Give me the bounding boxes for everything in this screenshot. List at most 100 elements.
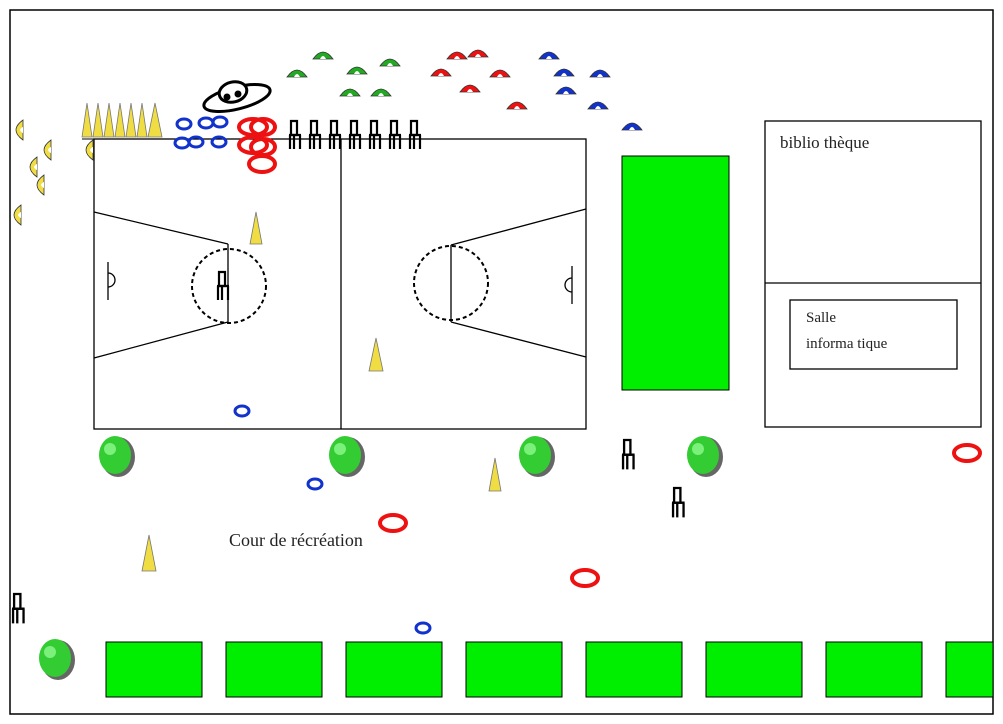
hoop-icon	[249, 117, 277, 137]
chair-icon	[11, 592, 25, 624]
marker-cap-icon	[587, 101, 609, 110]
cone-icon	[114, 102, 126, 138]
chair-icon	[368, 119, 382, 149]
marker-cap-icon	[286, 69, 308, 78]
chair-icon	[348, 119, 362, 149]
tree-icon	[99, 436, 135, 477]
computer-room-label-line2: informa tique	[806, 336, 888, 352]
computer-room-outline	[789, 299, 958, 370]
disc-icon	[233, 404, 251, 418]
cone-icon	[103, 102, 115, 138]
cone-icon	[488, 457, 502, 492]
left-key-top	[93, 211, 229, 245]
loose-hoops	[378, 443, 982, 588]
cone-icon	[147, 102, 163, 138]
loose-chairs	[11, 270, 685, 624]
grass-plot	[345, 641, 443, 698]
cone-icon	[125, 102, 137, 138]
grass-plot	[105, 641, 203, 698]
chair-icon	[388, 119, 402, 149]
disc-icon	[175, 117, 193, 131]
loose-cones	[141, 211, 502, 572]
marker-cap-icon	[379, 58, 401, 67]
marker-cap-icon	[36, 174, 45, 196]
library-outline	[764, 120, 982, 428]
hoop-icon	[952, 443, 982, 463]
tree-icon	[519, 436, 555, 477]
chair-icon	[288, 119, 302, 149]
marker-cap-icon	[538, 51, 560, 60]
grass-row	[105, 641, 994, 698]
chair-icon	[621, 438, 635, 470]
chair-icon	[671, 486, 685, 518]
grass-plot	[705, 641, 803, 698]
computer-room-label-line1: Salle	[806, 310, 836, 326]
cone-icon	[81, 102, 93, 138]
markers	[13, 49, 643, 226]
grass-plot	[465, 641, 563, 698]
cone-icon	[136, 102, 148, 138]
marker-cap-icon	[553, 68, 575, 77]
left-key-bottom	[93, 321, 229, 359]
chair-icon	[408, 119, 422, 149]
marker-cap-icon	[15, 119, 24, 141]
disc-icon	[210, 135, 228, 149]
hoop-icon	[378, 513, 408, 533]
marker-cap-icon	[312, 51, 334, 60]
cone-icon	[92, 102, 104, 138]
grass-plot	[825, 641, 923, 698]
marker-cap-icon	[555, 86, 577, 95]
chair-icon	[216, 270, 230, 300]
marker-cap-icon	[446, 51, 468, 60]
tree-icon	[39, 639, 75, 680]
marker-cap-icon	[85, 139, 94, 161]
marker-cap-icon	[459, 84, 481, 93]
chair-icon	[328, 119, 342, 149]
hoop-icon	[247, 154, 277, 174]
red-hoop-stack	[237, 117, 277, 174]
marker-cap-icon	[467, 49, 489, 58]
marker-cap-icon	[13, 204, 22, 226]
right-free-throw-circle	[413, 245, 489, 321]
cone-icon	[368, 337, 384, 372]
marker-cap-icon	[621, 122, 643, 131]
marker-cap-icon	[43, 139, 52, 161]
right-key-top	[450, 208, 587, 246]
cone-icon	[249, 211, 263, 245]
marker-cap-icon	[339, 88, 361, 97]
left-free-throw-circle	[191, 248, 267, 324]
tree-icon	[687, 436, 723, 477]
hoop-icon	[570, 568, 600, 588]
grass-plot	[585, 641, 683, 698]
blue-disc-group	[173, 115, 432, 635]
disc-icon	[211, 115, 229, 129]
right-hoop	[564, 277, 573, 293]
plan-frame	[9, 9, 994, 715]
marker-cap-icon	[589, 69, 611, 78]
marker-cap-icon	[370, 88, 392, 97]
right-key-bottom	[450, 321, 587, 358]
marker-cap-icon	[489, 69, 511, 78]
cone-row	[81, 102, 163, 138]
grass-plot	[225, 641, 323, 698]
chair-row	[288, 119, 422, 149]
disc-icon	[414, 621, 432, 635]
marker-cap-icon	[506, 101, 528, 110]
left-hoop	[107, 272, 116, 288]
chair-icon	[308, 119, 322, 149]
library-building	[764, 120, 982, 428]
library-label: biblio thèque	[780, 133, 869, 152]
marker-cap-icon	[346, 66, 368, 75]
tree-icon	[329, 436, 365, 477]
marker-cap-icon	[430, 68, 452, 77]
spaceship-icon	[202, 80, 272, 113]
cone-icon	[141, 534, 157, 572]
grass-area-tall	[621, 155, 730, 391]
trees	[39, 436, 723, 680]
playground-label: Cour de récréation	[229, 530, 363, 550]
marker-cap-icon	[29, 156, 38, 178]
grass-plot	[945, 641, 994, 698]
disc-icon	[306, 477, 324, 491]
